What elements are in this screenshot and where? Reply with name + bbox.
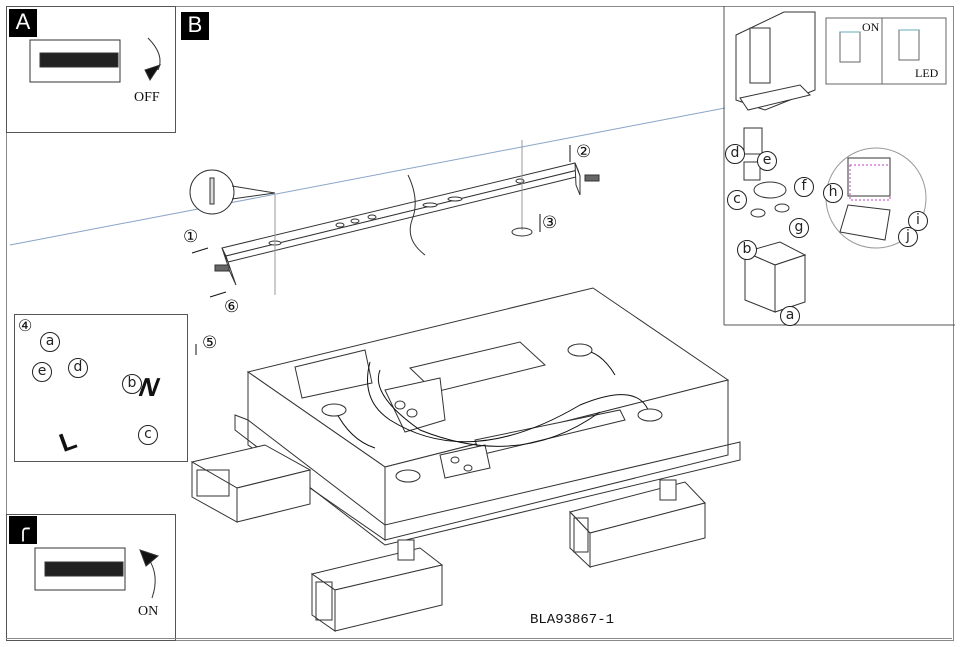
panel-c <box>6 514 176 641</box>
switch-off-label: OFF <box>134 90 160 105</box>
detail-part-f: f <box>794 177 814 197</box>
led-driver-2 <box>439 409 626 479</box>
detail-part-j: j <box>898 227 918 247</box>
panel-a-label: A <box>9 9 37 37</box>
detail-exploded <box>743 127 807 313</box>
spotlight-front <box>310 539 444 632</box>
detail-part-d: d <box>725 144 745 164</box>
screw-right <box>584 174 600 182</box>
wiring-label-c: c <box>138 425 158 445</box>
switch-on-label: ON <box>138 604 159 619</box>
detail-on-label: ON <box>862 20 880 34</box>
wiring-step-panel <box>14 314 188 462</box>
wiring-step-number: ④ <box>18 318 33 335</box>
detail-part-b: b <box>737 240 757 260</box>
wiring-label-d: d <box>68 358 88 378</box>
detail-part-a: a <box>780 306 800 326</box>
detail-part-i: i <box>908 211 928 231</box>
switch-diagram <box>825 17 947 85</box>
step-5: ⑤ <box>202 333 218 352</box>
detail-part-h: h <box>823 183 843 203</box>
detail-part-e: e <box>757 151 777 171</box>
supply-cable <box>407 174 426 256</box>
panel-c-label: ╭ <box>9 516 37 544</box>
detail-spotlight-mount <box>735 11 816 111</box>
spotlight-left <box>190 444 312 523</box>
ceiling-line <box>9 107 726 246</box>
mounting-nuts <box>321 343 663 483</box>
spotlight-right <box>569 479 706 569</box>
wiring-label-e: e <box>32 362 52 382</box>
detail-led-label: LED <box>915 66 939 80</box>
step-arrows <box>191 145 571 355</box>
step-6: ⑥ <box>224 297 240 316</box>
model-code: BLA93867-1 <box>530 612 615 628</box>
detail-part-g: g <box>789 218 809 238</box>
breaker-panel-c <box>34 547 160 599</box>
terminal-box <box>294 349 373 399</box>
wiring-label-a: a <box>40 332 60 352</box>
screw-left <box>214 264 230 272</box>
mounting-bracket <box>221 162 581 286</box>
panel-b-label: B <box>181 12 209 40</box>
led-driver-1 <box>384 341 547 433</box>
wiring-label-b: b <box>122 374 142 394</box>
bottom-rule <box>6 638 952 639</box>
breaker-panel-a <box>29 37 162 83</box>
panel-a <box>6 6 176 133</box>
step-3: ③ <box>542 213 558 232</box>
step-1: ① <box>183 227 199 246</box>
step-2: ② <box>576 142 592 161</box>
detail-part-c: c <box>727 190 747 210</box>
